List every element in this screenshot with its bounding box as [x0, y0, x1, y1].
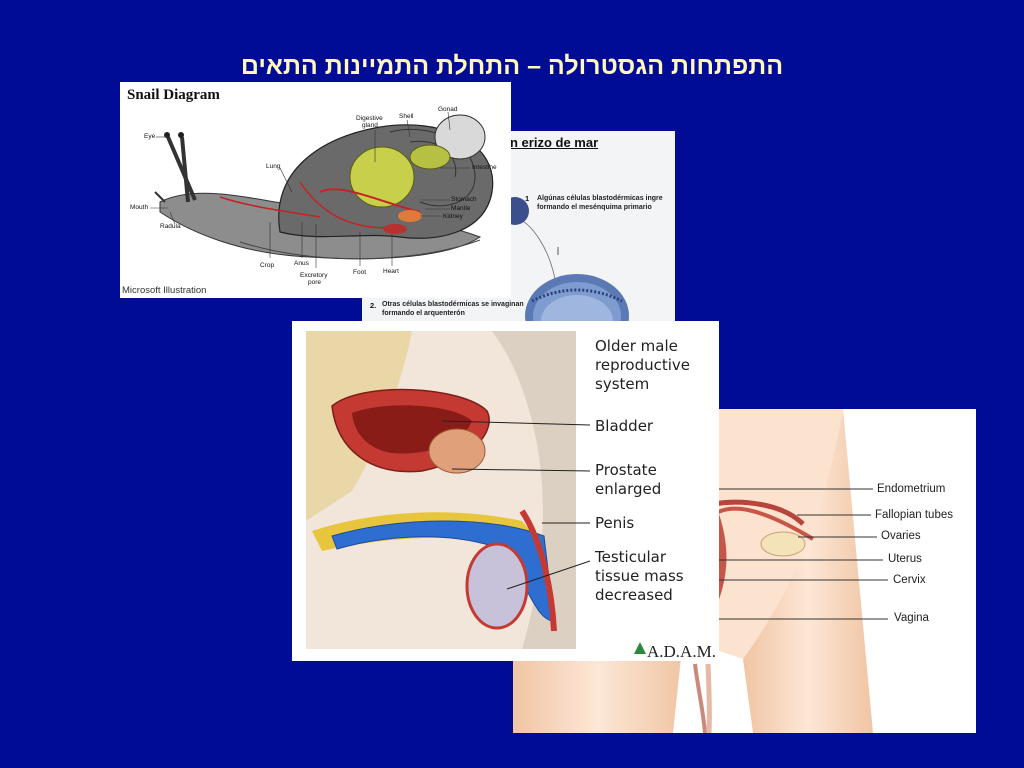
snail-label-crop: Crop [260, 262, 275, 269]
snail-label-mouth: Mouth [130, 204, 149, 211]
urchin-step1-number: 1 [525, 194, 530, 203]
male-reproductive-image: Older male reproductive system Bladder P… [292, 321, 719, 661]
label-bladder: Bladder [595, 417, 654, 435]
snail-label-excretory-pore-line1: Excretory [300, 272, 328, 279]
label-prostate-enlarged: Prostate enlarged [595, 461, 662, 498]
label-vagina: Vagina [894, 612, 929, 624]
snail-illustration [150, 111, 494, 268]
label-penis: Penis [595, 514, 635, 532]
snail-label-intestine: Intestine [472, 164, 497, 171]
snail-diagram-image: Snail Diagram Eye Mouth Radula Lung Dige… [120, 82, 511, 298]
label-uterus: Uterus [888, 553, 922, 565]
adam-logo: A.D.A.M. [647, 642, 716, 661]
snail-label-radula: Radula [160, 223, 181, 230]
snail-label-foot: Foot [353, 269, 367, 276]
snail-label-kidney: Kidney [443, 213, 463, 220]
label-endometrium: Endometrium [877, 483, 946, 495]
snail-credit: Microsoft Illustration [122, 285, 207, 296]
urchin-step2-text: Otras células blastodérmicas se invagina… [382, 301, 524, 317]
snail-label-anus: Anus [294, 260, 309, 267]
label-testicular-tissue: Testicular tissue mass decreased [595, 548, 684, 604]
slide-title: התפתחות הגסטרולה – התחלת התמיינות התאים [240, 52, 784, 80]
urchin-step2-number: 2. [370, 301, 377, 310]
snail-label-stomach: Stomach [451, 196, 477, 203]
label-cervix: Cervix [893, 574, 926, 586]
snail-label-mantle: Mantle [451, 205, 471, 212]
snail-label-digestive-gland-line1: Digestive [356, 115, 383, 122]
snail-label-lung: Lung [266, 163, 281, 170]
snail-diagram-title: Snail Diagram [127, 87, 220, 103]
snail-label-heart: Heart [383, 268, 399, 275]
snail-label-shell: Shell [399, 113, 414, 120]
male-anatomy-illustration [306, 331, 646, 654]
snail-label-excretory-pore-line2: pore [308, 279, 322, 286]
snail-label-eye: Eye [144, 133, 156, 140]
label-fallopian-tubes: Fallopian tubes [875, 509, 953, 521]
male-header-label: Older male reproductive system [595, 337, 691, 393]
urchin-step1-text: Algúnas células blastodérmicas ingre for… [537, 195, 663, 211]
urchin-title: n erizo de mar [510, 135, 599, 150]
snail-label-digestive-gland-line2: gland [362, 122, 378, 129]
label-ovaries: Ovaries [881, 530, 921, 542]
snail-label-gonad: Gonad [438, 106, 458, 113]
